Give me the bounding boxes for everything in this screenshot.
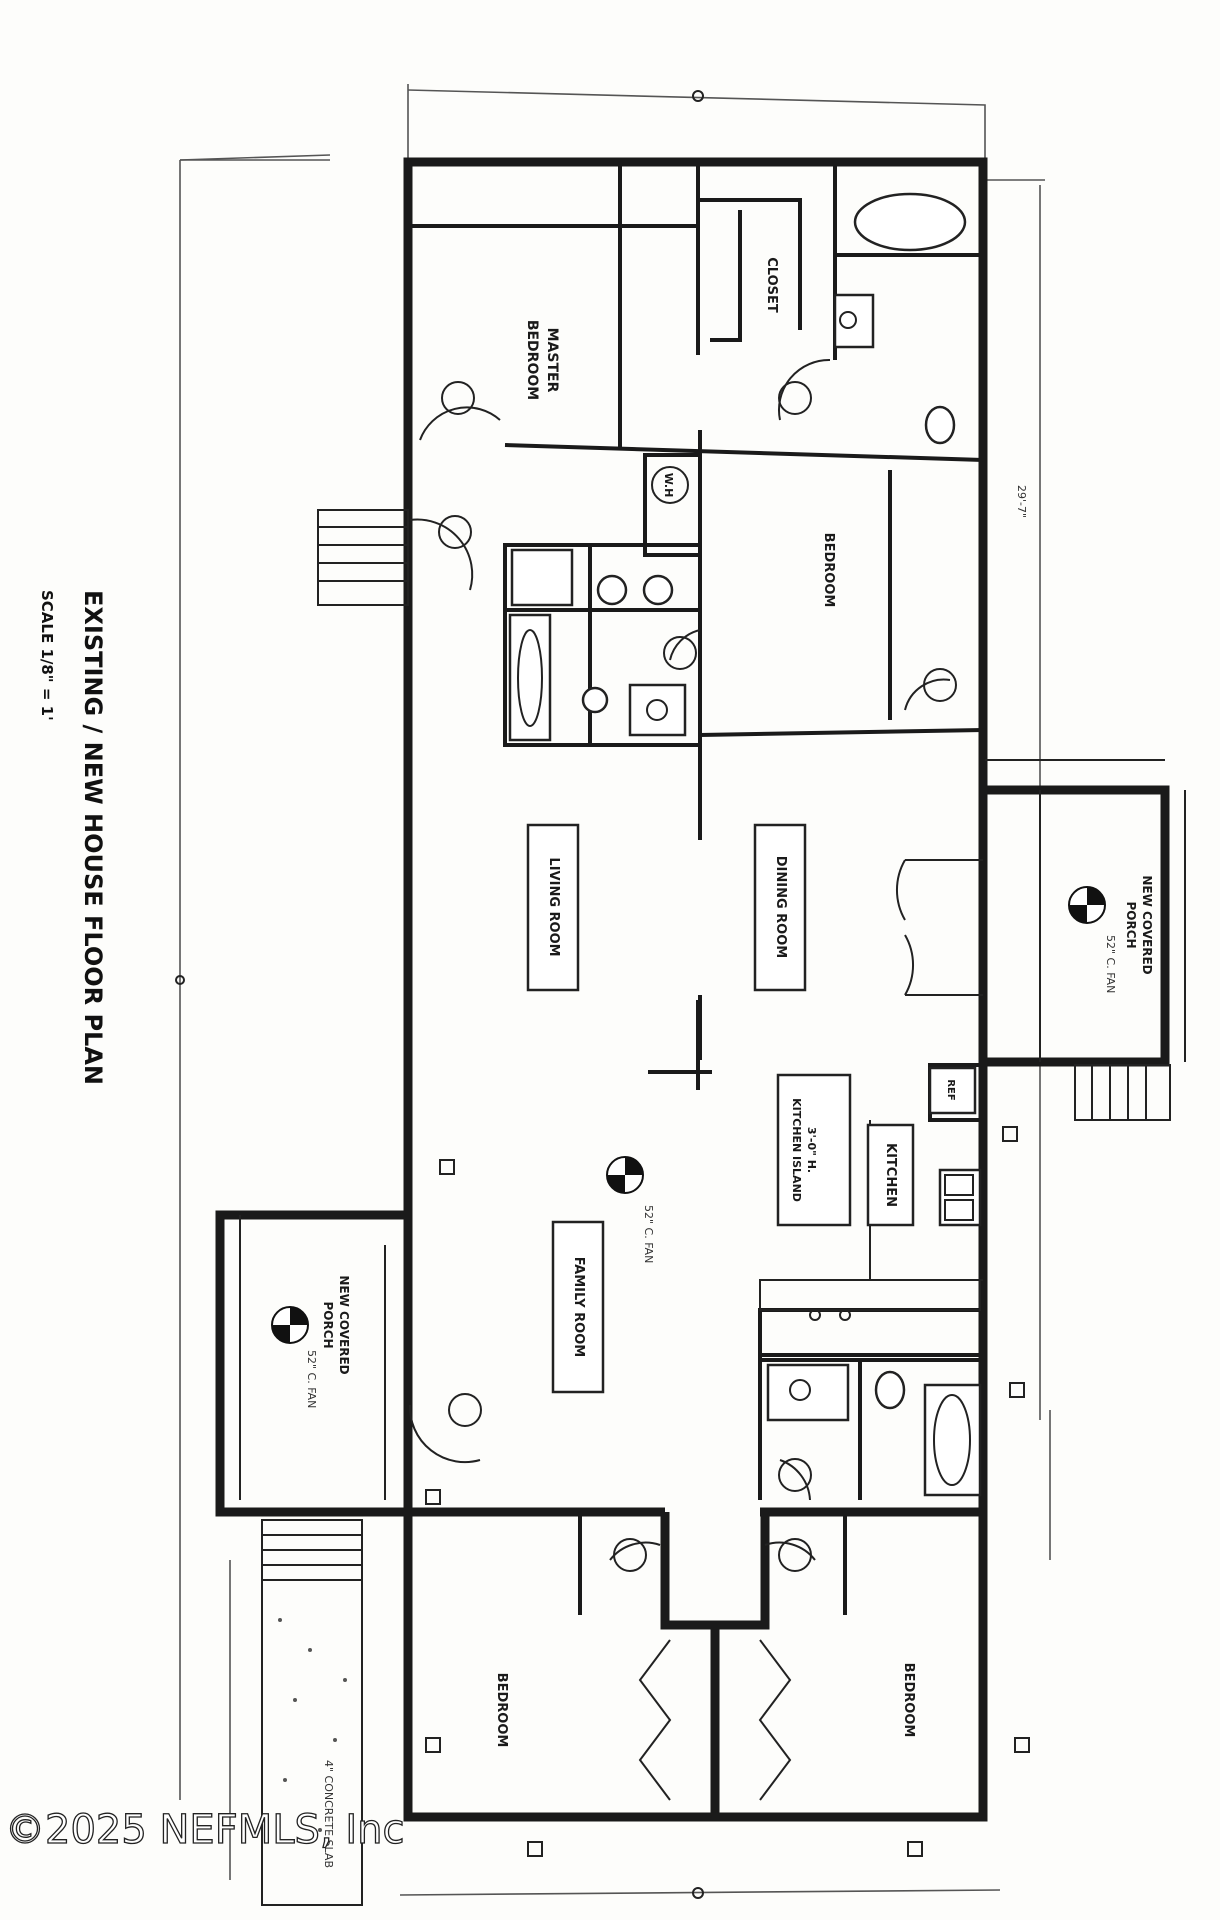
water-heater-label: W.H: [662, 473, 675, 498]
title-block: EXISTING / NEW HOUSE FLOOR PLAN SCALE 1/…: [38, 590, 107, 1085]
door-swings: [408, 358, 951, 1561]
closet-label: CLOSET: [764, 257, 779, 313]
exterior-walls: [403, 157, 988, 1822]
left-covered-porch: NEW COVERED PORCH: [215, 1210, 408, 1517]
family-fan-note: 52" C. FAN: [642, 1205, 655, 1263]
bedroom-top-label: BEDROOM: [821, 533, 836, 608]
ceiling-fan-icon: 52" C. FAN: [1068, 886, 1117, 993]
plan-scale: SCALE 1/8" = 1': [38, 590, 56, 721]
living-room-label: LIVING ROOM: [546, 857, 561, 956]
dimension-lines: 29'-7": [175, 84, 1051, 1899]
plan-title: EXISTING / NEW HOUSE FLOOR PLAN: [79, 590, 107, 1085]
family-room-label: FAMILY ROOM: [571, 1257, 586, 1357]
right-porch-label-line2: PORCH: [1124, 901, 1138, 948]
ceiling-fan-icon: 52" C. FAN: [606, 1156, 655, 1263]
bedroom-bottom-right-label: BEDROOM: [901, 1663, 916, 1738]
room-labels: MASTER BEDROOM CLOSET W.H BEDROOM LIVING…: [494, 257, 977, 1748]
kitchen-label: KITCHEN: [883, 1143, 898, 1207]
overall-width-dimension: 29'-7": [1015, 485, 1028, 518]
fixtures: [508, 192, 983, 1801]
bedroom-bottom-left-label: BEDROOM: [494, 1673, 509, 1748]
right-porch-label-line1: NEW COVERED: [1140, 875, 1154, 974]
master-bedroom-label-line1: MASTER: [544, 328, 560, 393]
right-porch-fan-note: 52" C. FAN: [1104, 935, 1117, 993]
concrete-slab-label: 4" CONCRETE SLAB: [322, 1760, 335, 1868]
dining-room-label: DINING ROOM: [773, 856, 788, 958]
kitchen-island-label-line2: KITCHEN ISLAND: [790, 1098, 803, 1202]
copyright-watermark: ©2025 NEFMLS, Inc: [5, 1807, 404, 1853]
left-porch-label-line1: NEW COVERED: [337, 1275, 351, 1374]
ceiling-fan-symbols: 52" C. FAN 52" C. FAN 52" C. FAN: [271, 886, 1117, 1408]
left-porch-label-line2: PORCH: [321, 1301, 335, 1348]
refrigerator-label: REF: [945, 1079, 956, 1100]
interior-walls: [408, 162, 987, 1817]
ceiling-fan-icon: 52" C. FAN: [271, 1306, 318, 1408]
electrical-markers: [425, 381, 1030, 1857]
master-bedroom-label-line2: BEDROOM: [524, 320, 540, 400]
concrete-slab: 4" CONCRETE SLAB: [261, 1519, 363, 1906]
back-steps: [317, 509, 409, 606]
right-covered-porch: NEW COVERED PORCH: [983, 759, 1186, 1121]
kitchen-island-label-line1: 3'-0" H.: [805, 1127, 818, 1173]
left-porch-fan-note: 52" C. FAN: [305, 1350, 318, 1408]
